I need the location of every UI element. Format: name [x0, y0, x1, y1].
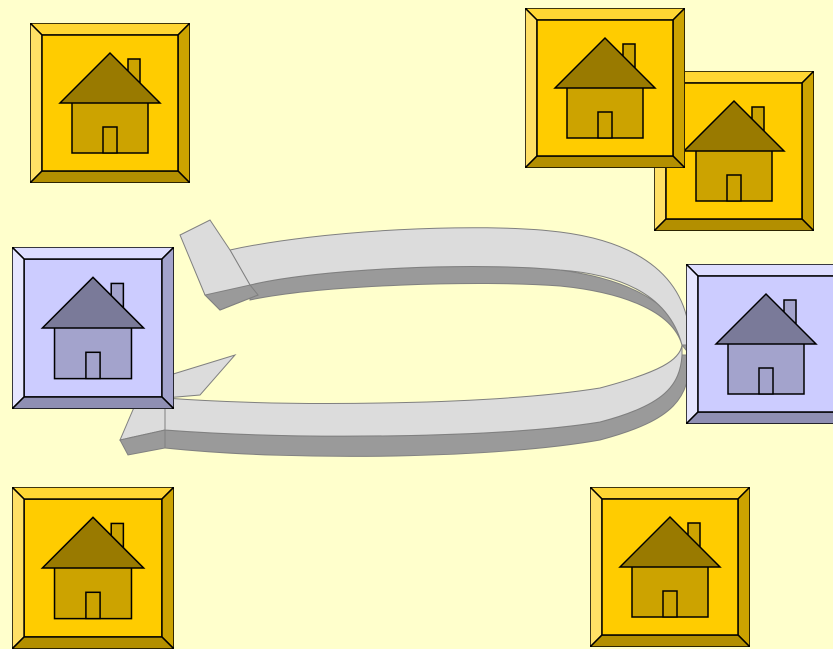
house-icon	[618, 515, 722, 618]
house-tile-middle-right	[686, 264, 833, 424]
loop-tail-side	[119, 429, 166, 456]
house-icon	[58, 51, 162, 154]
house-icon	[40, 276, 146, 380]
house-tile-bottom-right	[590, 487, 750, 647]
house-icon	[714, 292, 818, 395]
house-icon	[682, 99, 786, 202]
house-tile-top-right-back	[654, 71, 814, 231]
house-icon	[40, 516, 146, 620]
house-tile-top-left	[30, 23, 190, 183]
house-tile-middle-left	[12, 247, 174, 409]
loop-arrowhead-side	[204, 284, 259, 311]
house-icon	[553, 36, 657, 139]
house-tile-top-right-front	[525, 8, 685, 168]
house-tile-bottom-left	[12, 487, 174, 649]
loop-tail	[119, 354, 237, 441]
